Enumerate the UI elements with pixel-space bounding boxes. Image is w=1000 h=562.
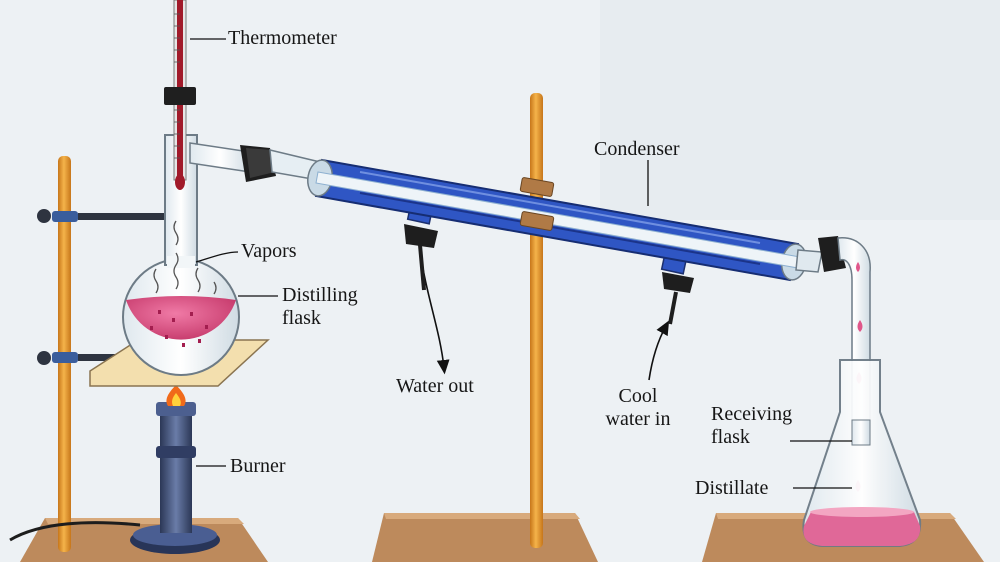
distilling-flask-label-line2: flask	[282, 307, 321, 329]
condenser-label: Condenser	[594, 138, 680, 160]
distilling-flask-label: Distilling flask	[282, 284, 358, 330]
burner-label: Burner	[230, 455, 286, 477]
receiving-flask-label-line2: flask	[711, 426, 750, 448]
side-arm	[189, 142, 321, 182]
middle-stand-rod	[530, 93, 543, 548]
cool-water-in-arrow	[648, 320, 670, 381]
receiving-flask	[802, 359, 922, 547]
ring-clamp	[37, 351, 133, 365]
leader-lines	[190, 38, 852, 489]
thermometer	[164, 0, 196, 190]
vapors-label: Vapors	[241, 240, 297, 262]
distillate-label: Distillate	[695, 477, 769, 499]
flask-liquid	[126, 296, 236, 340]
distillate-liquid	[803, 509, 921, 546]
cool-water-in-label-line2: water in	[605, 408, 671, 430]
middle-wood-base	[372, 513, 598, 562]
thermometer-label: Thermometer	[228, 27, 337, 49]
receiving-flask-label: Receiving flask	[711, 403, 792, 449]
distilling-flask	[122, 134, 240, 376]
receiving-flask-label-line1: Receiving	[711, 403, 793, 425]
distilling-flask-label-line1: Distilling	[282, 284, 358, 306]
bunsen-burner	[9, 385, 220, 554]
cool-water-in-label: Cool water in	[594, 385, 682, 431]
water-out-label: Water out	[396, 375, 474, 397]
cool-water-in-label-line1: Cool	[618, 385, 658, 407]
